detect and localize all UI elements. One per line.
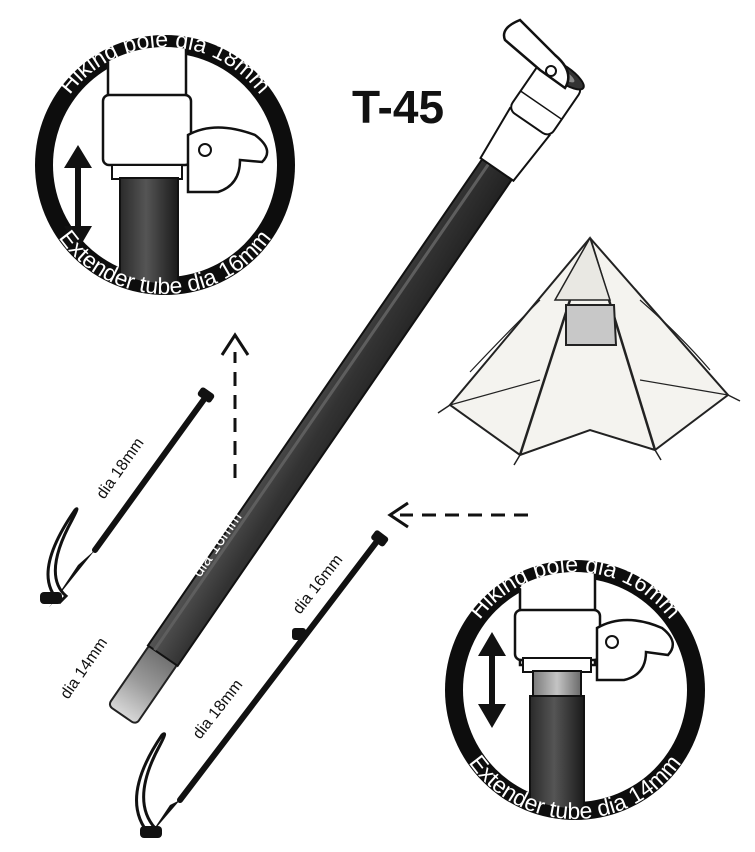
hiking-pole-icon: dia 18mm <box>40 387 215 608</box>
tent-window <box>565 304 618 346</box>
extender-tip-label: dia 14mm <box>57 635 111 703</box>
product-title: T-45 <box>352 81 444 133</box>
callout-bottom: Hiking pole dia 16mm Extender tube dia 1… <box>445 551 705 824</box>
right-pole-upper-label: dia 16mm <box>290 552 347 618</box>
callout-top: Hiking pole dia 18mm Extender tube dia 1… <box>35 26 295 299</box>
clamp-lever-icon <box>502 18 570 90</box>
dashed-arrow-left-icon <box>387 501 528 529</box>
right-pole-lower-label: dia 18mm <box>190 677 247 743</box>
up-down-arrow-icon <box>64 145 92 250</box>
dashed-arrow-up-icon <box>220 332 250 478</box>
clamp-lever-icon <box>595 618 675 682</box>
hiking-pole-icon: dia 16mm dia 18mm <box>135 530 389 838</box>
tent-icon <box>437 236 741 466</box>
up-down-arrow-icon <box>478 632 506 728</box>
